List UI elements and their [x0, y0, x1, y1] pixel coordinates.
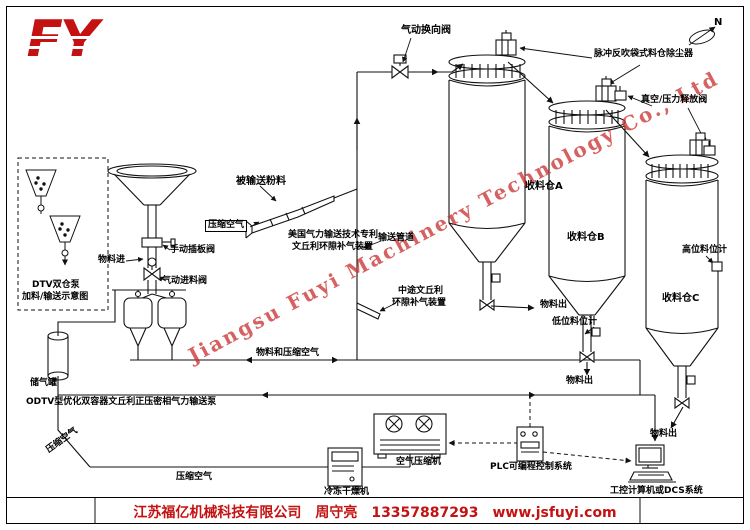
- air-tank-shape: [47, 331, 69, 381]
- industrial-computer-label: 工控计算机或DCS系统: [610, 486, 703, 496]
- website-url: www.jsfuyi.com: [492, 505, 617, 521]
- logo-stripe: [24, 56, 116, 59]
- conveying-pipeline-label: 输送管道: [378, 233, 415, 243]
- freeze-dryer-label: 冷冻干燥机: [324, 487, 370, 497]
- dtv-caption-line2: 加料/输送示意图: [22, 292, 89, 302]
- air-compressor-label: 空气压缩机: [396, 457, 442, 467]
- odtv-pump-shape: [112, 289, 187, 360]
- contact-name: 周守亮: [315, 505, 358, 521]
- relief-valve-label: 真空/压力释放阀: [641, 95, 708, 105]
- silo-b-label: 收料仓B: [567, 232, 605, 243]
- freeze-dryer-shape: [327, 447, 363, 490]
- silo-c-label: 收料仓C: [662, 293, 700, 304]
- venturi-device-shape: [245, 195, 335, 239]
- low-level-gauge-label: 低位料位计: [552, 317, 598, 327]
- compressed-air-box-label: 压缩空气: [205, 220, 248, 232]
- diverter-valve-label: 气动换向阀: [401, 25, 451, 36]
- logo-stripe: [24, 46, 116, 49]
- material-in-label: 物料进: [98, 255, 126, 265]
- control-lines: [448, 397, 632, 464]
- plc-system-label: PLC可编程控制系统: [490, 462, 572, 472]
- air-compressor-shape: [373, 413, 447, 459]
- silo-c-shape: [645, 132, 723, 429]
- plc-cabinet-shape: [516, 426, 544, 466]
- compass-n-label: N: [714, 17, 723, 28]
- silo-b-shape: [548, 76, 627, 376]
- material-and-air-label: 物料和压缩空气: [256, 348, 320, 358]
- compressed-air-line-label: 压缩空气: [176, 472, 213, 482]
- patent-line2-label: 文丘利环隙补气装置: [292, 242, 374, 252]
- high-level-gauge-label: 高位料位计: [682, 245, 728, 255]
- material-out-a-label: 物料出: [540, 300, 568, 310]
- silo-a-label: 收料仓A: [525, 181, 563, 192]
- logo-stripe: [24, 36, 116, 39]
- material-out-b-label: 物料出: [566, 376, 594, 386]
- pipe-network: [57, 61, 659, 468]
- patent-line1-label: 美国气力输送技术专利: [288, 230, 379, 240]
- dtv-schematic-box: [17, 157, 109, 311]
- title-block-separator: [6, 497, 744, 498]
- air-tank-label: 储气罐: [30, 378, 58, 388]
- midway-booster-shape: [356, 302, 381, 320]
- pneumatic-feed-valve-label: 气动进料阀: [162, 276, 208, 286]
- feed-hopper-shape: [107, 163, 197, 294]
- conveyed-powder-label: 被输送粉料: [236, 176, 286, 187]
- odtv-pump-label: ODTV型优化双容器文丘利正压密相气力输送泵: [26, 397, 217, 407]
- dust-collector-label: 脉冲反吹袋式料仓除尘器: [594, 49, 694, 59]
- phone-number: 13357887293: [371, 505, 479, 521]
- dtv-caption-line1: DTV双仓泵: [32, 280, 80, 290]
- company-name: 江苏福亿机械科技有限公司: [133, 505, 302, 521]
- industrial-computer-shape: [628, 444, 676, 483]
- midway-venturi-line2: 环隙补气装置: [392, 298, 447, 308]
- manual-gate-valve-label: 手动插板阀: [170, 245, 216, 255]
- diverter-valve-symbol: [391, 54, 409, 80]
- title-block: 江苏福亿机械科技有限公司周守亮 13357887293 www.jsfuyi.com: [0, 502, 750, 522]
- silo-a-shape: [448, 30, 535, 312]
- north-compass-icon: [688, 26, 716, 46]
- material-out-c-label: 物料出: [650, 429, 678, 439]
- midway-venturi-line1: 中途文丘利: [398, 286, 444, 296]
- fy-logo: FY: [26, 9, 99, 72]
- title-block-ticks: [94, 497, 641, 524]
